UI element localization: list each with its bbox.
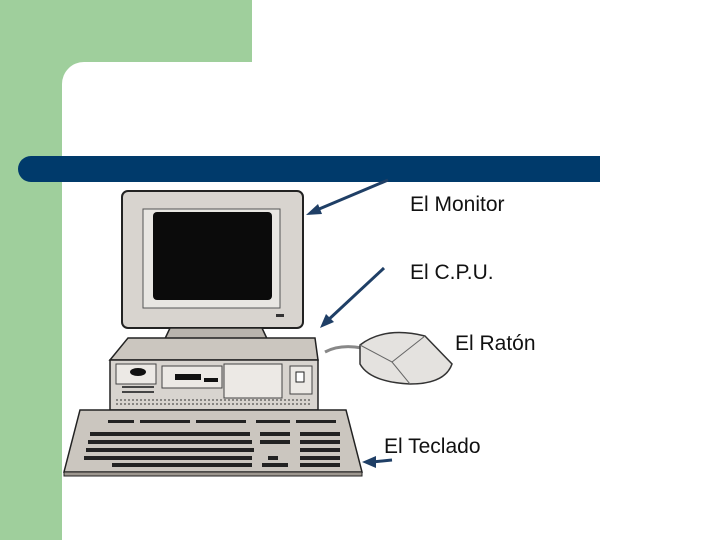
keyboard-label: El Teclado bbox=[384, 435, 481, 459]
mouse-icon bbox=[325, 333, 452, 384]
cpu-icon bbox=[110, 338, 318, 410]
keyboard-icon bbox=[64, 410, 362, 476]
cpu-label: El C.P.U. bbox=[410, 261, 494, 285]
mouse-label: El Ratón bbox=[455, 332, 536, 356]
monitor-label: El Monitor bbox=[410, 193, 505, 217]
monitor-icon bbox=[122, 191, 303, 353]
